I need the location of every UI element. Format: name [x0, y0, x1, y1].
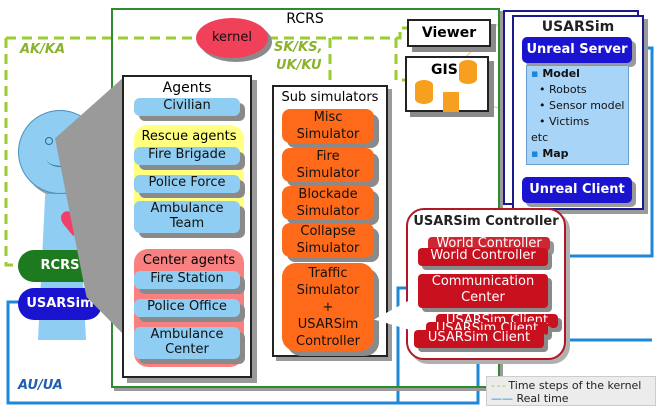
comm-line1: Communication	[431, 274, 535, 289]
au-ua-line	[6, 300, 480, 405]
sim-line: Simulator	[296, 204, 360, 219]
agents-panel: Agents Civilian Rescue agents Fire Briga…	[122, 75, 252, 378]
usarsim-client: USARSim Client	[414, 330, 544, 348]
model-item: • Sensor model	[539, 99, 625, 112]
sim-line: Controller	[296, 334, 360, 349]
sim-line: Fire	[316, 149, 340, 164]
ambulance-team-line2: Team	[169, 216, 205, 231]
eye-icon	[45, 137, 53, 145]
world-controller-stack: World Controller	[428, 237, 550, 251]
sim-line: Misc	[313, 110, 343, 125]
agents-title: Agents	[162, 80, 212, 96]
protocol-sk-ks: SK/KS,	[274, 40, 323, 55]
dashed-line-icon: - - -	[491, 379, 506, 392]
traffic-simulator-usarsim-controller: Traffic Simulator + USARSim Controller	[282, 263, 374, 351]
agent-ambulance-center: Ambulance Center	[134, 327, 240, 359]
agent-civilian: Civilian	[134, 98, 240, 116]
legend-item-realtime: —— Real time	[491, 392, 569, 405]
center-agents-title: Center agents	[142, 253, 236, 268]
solid-line-icon: ——	[491, 392, 513, 405]
gis-box: GIS	[405, 56, 489, 112]
protocol-au-ua: AU/UA	[18, 378, 63, 393]
protocol-ak-ka: AK/KA	[20, 42, 66, 57]
communication-center: Communication Center	[418, 274, 548, 308]
kernel-node: kernel	[196, 18, 268, 58]
model-item: • Victims	[539, 115, 590, 128]
sim-line: +	[322, 300, 334, 315]
usarsim-controller-title: USARSim Controller	[413, 214, 559, 229]
rescue-agents-group: Rescue agents Fire Brigade Police Force …	[134, 125, 244, 233]
database-icon	[415, 80, 433, 104]
agent-fire-station: Fire Station	[134, 271, 240, 289]
legend-item-kernel: - - - Time steps of the kernel	[491, 379, 642, 392]
collapse-simulator: Collapse Simulator	[282, 223, 374, 257]
legend: - - - Time steps of the kernel —— Real t…	[486, 376, 656, 406]
usarsim-title: USARSim	[541, 19, 615, 35]
rescue-agents-title: Rescue agents	[141, 129, 237, 144]
misc-simulator: Misc Simulator	[282, 109, 374, 143]
model-item: ▪ Model	[531, 67, 580, 80]
usarsim-controller-panel: USARSim Controller World Controller Worl…	[406, 208, 566, 360]
cube-icon	[443, 92, 459, 112]
sim-line: Blockade	[298, 187, 358, 202]
ak-ka-line	[4, 36, 200, 267]
agent-police-force: Police Force	[134, 175, 240, 193]
ambulance-team-line1: Ambulance	[150, 201, 224, 216]
unreal-client: Unreal Client	[522, 177, 632, 203]
viewer-box: Viewer	[407, 19, 491, 47]
sk-ks-line	[268, 26, 430, 40]
agent-ambulance-team: Ambulance Team	[134, 201, 240, 233]
ambulance-center-line1: Ambulance	[150, 327, 224, 342]
blockade-simulator: Blockade Simulator	[282, 186, 374, 220]
sub-simulators-panel: Sub simulators Misc Simulator Fire Simul…	[272, 85, 388, 357]
agent-fire-brigade: Fire Brigade	[134, 147, 240, 165]
sim-line: Traffic	[308, 266, 348, 281]
sim-line: Simulator	[296, 283, 360, 298]
fire-simulator: Fire Simulator	[282, 148, 374, 182]
usarsim-panel: USARSim Unreal Server ▪ Model • Robots •…	[512, 15, 644, 210]
rcrs-title: RCRS	[286, 11, 324, 27]
world-controller: World Controller	[418, 248, 548, 266]
unreal-model-list: ▪ Model • Robots • Sensor model • Victim…	[526, 65, 629, 165]
center-agents-group: Center agents Fire Station Police Office…	[134, 249, 244, 367]
model-item: etc	[531, 131, 549, 144]
protocol-uk-ku: UK/KU	[276, 58, 322, 73]
sim-line: Simulator	[296, 241, 360, 256]
sim-line: USARSim	[297, 317, 359, 332]
sim-line: Simulator	[296, 127, 360, 142]
unreal-server: Unreal Server	[522, 37, 632, 63]
database-icon	[459, 60, 477, 84]
ambulance-center-line2: Center	[165, 342, 209, 357]
gis-label: GIS	[431, 62, 458, 78]
sub-simulators-title: Sub simulators	[281, 90, 379, 105]
model-item: • Robots	[539, 83, 587, 96]
agent-police-office: Police Office	[134, 299, 240, 317]
sim-line: Simulator	[296, 166, 360, 181]
sim-line: Collapse	[300, 224, 356, 239]
model-item: ▪ Map	[531, 147, 569, 160]
comm-line2: Center	[461, 290, 505, 305]
